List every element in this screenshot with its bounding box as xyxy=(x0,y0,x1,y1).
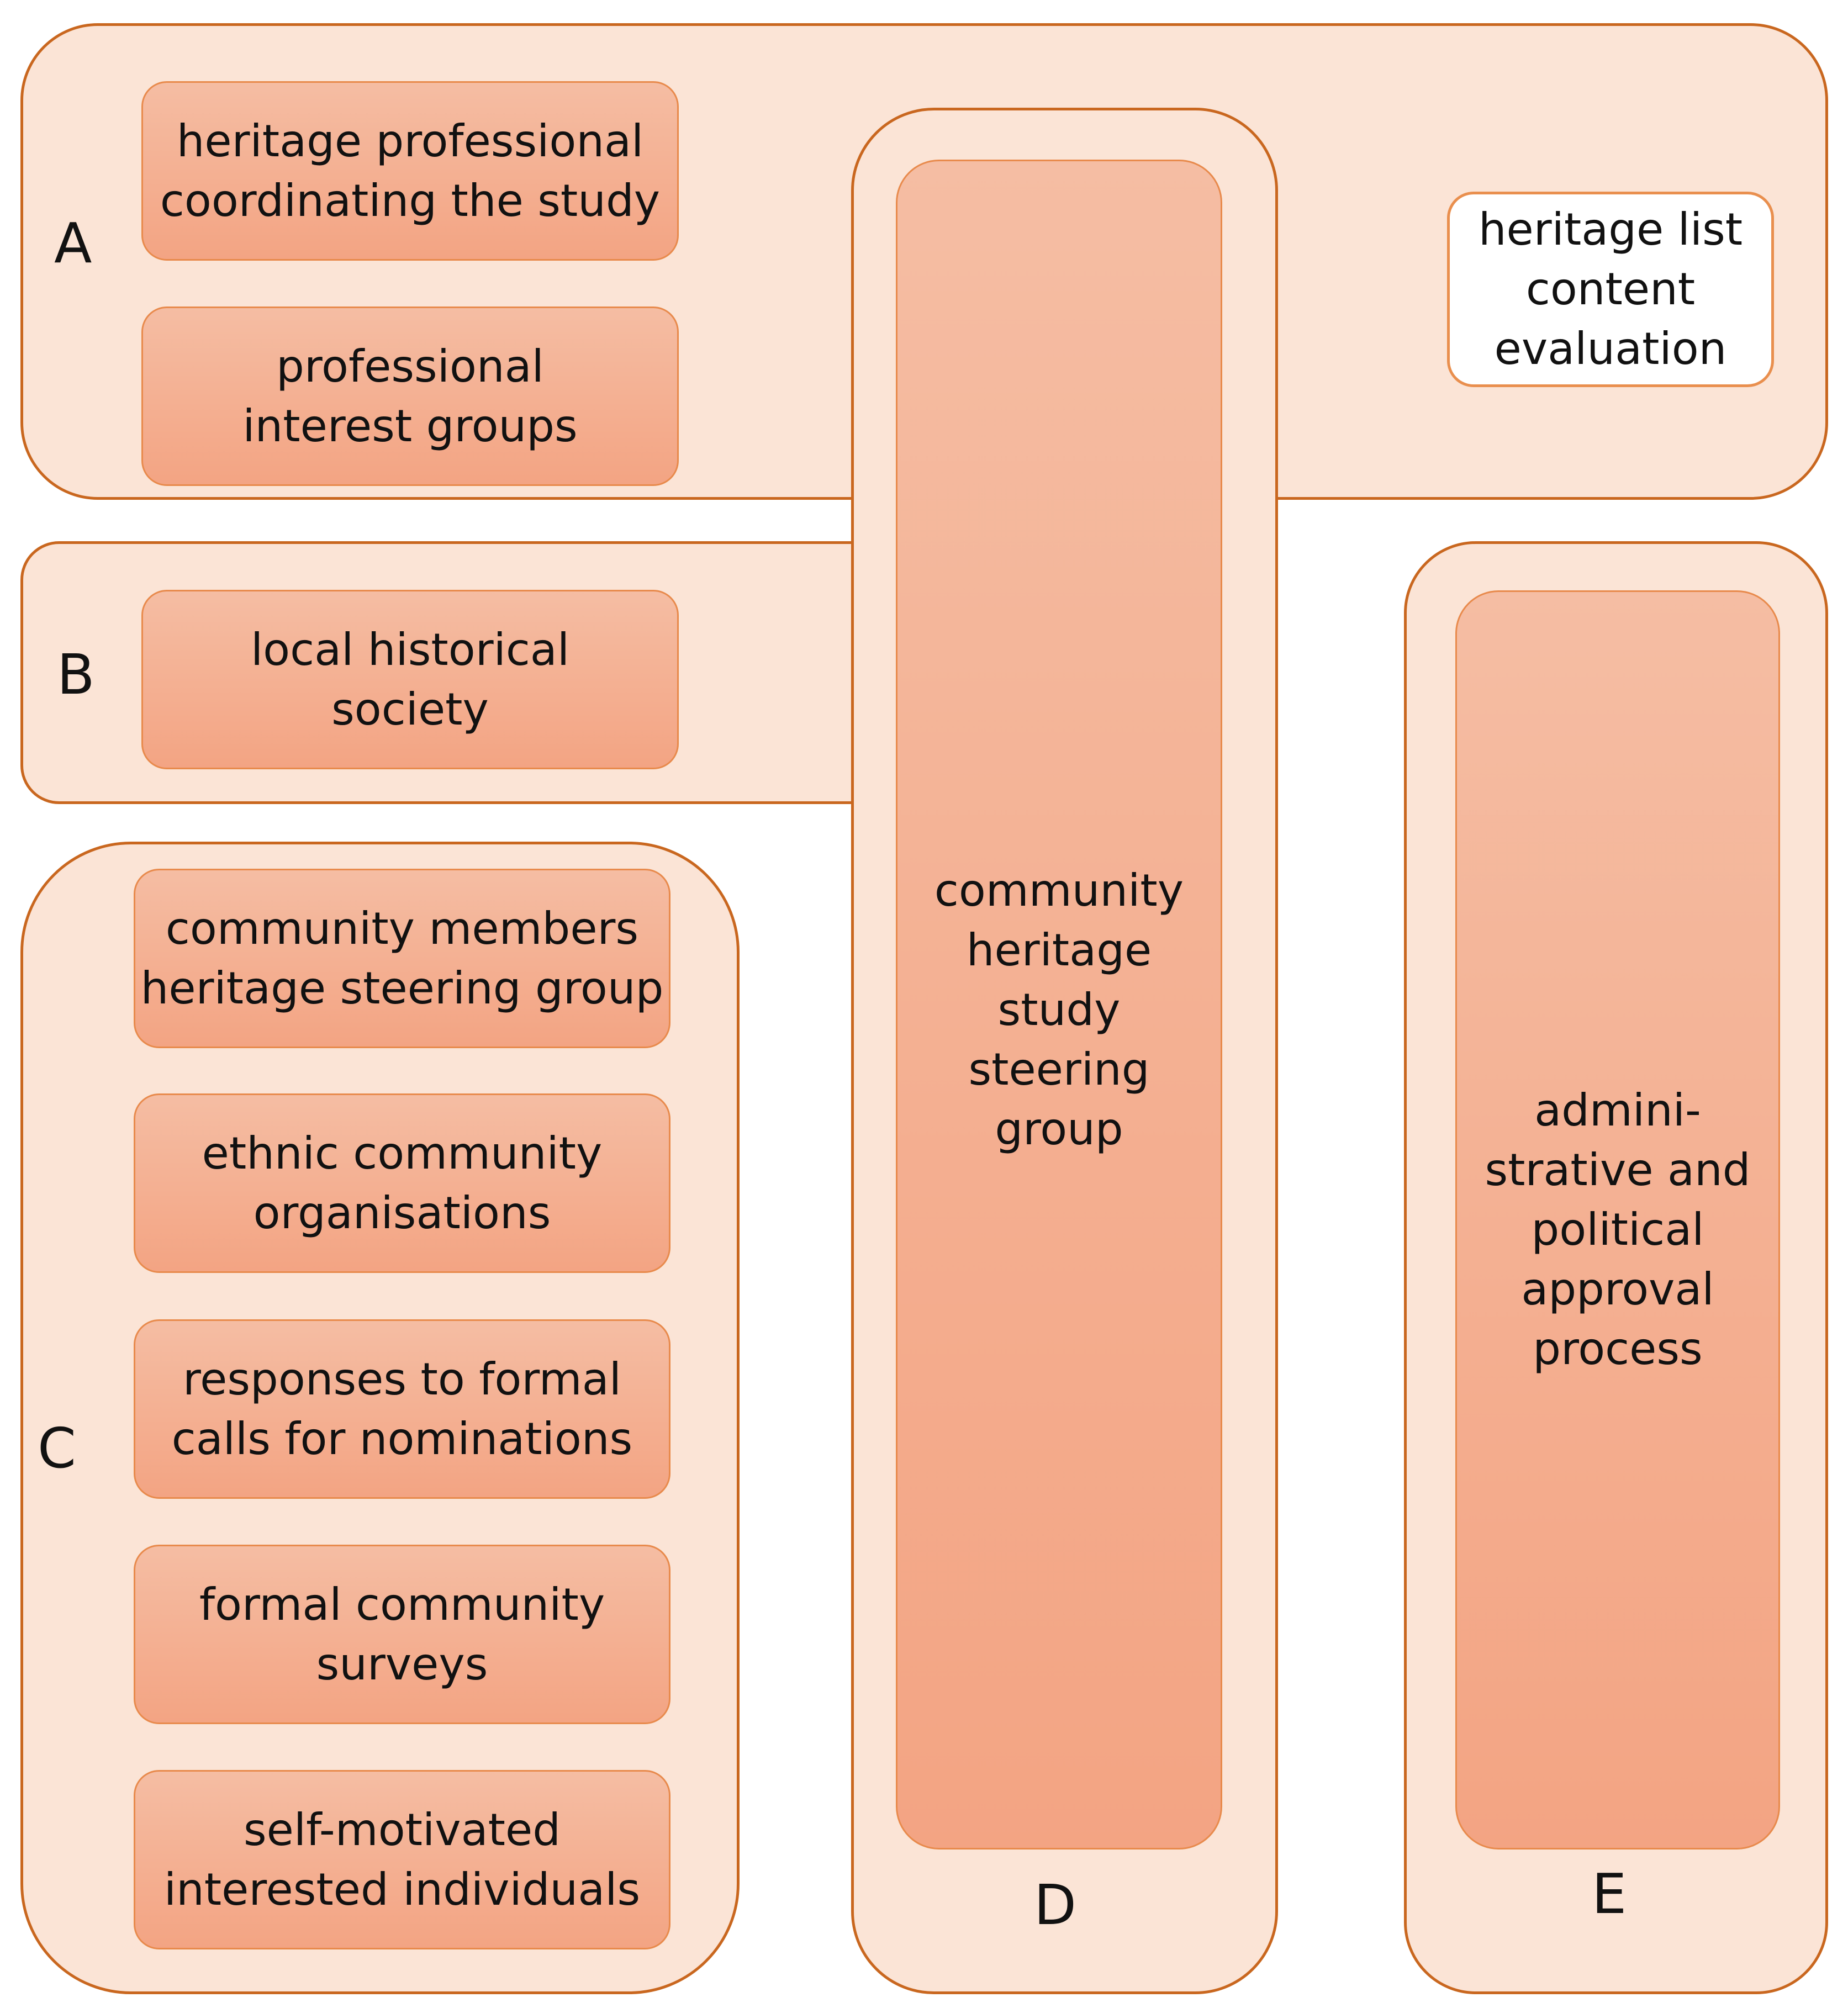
box-line: calls for nominations xyxy=(171,1413,633,1465)
formal-community-surveys-box: formal community surveys xyxy=(134,1545,670,1724)
box-line: coordinating the study xyxy=(160,175,661,226)
box-line: local historical xyxy=(250,623,570,675)
box-line: formal community xyxy=(199,1578,605,1630)
heritage-list-evaluation-box: heritage list content evaluation xyxy=(1447,192,1774,387)
box-line: professional xyxy=(276,340,544,392)
box-line: heritage professional xyxy=(176,115,644,167)
box-line: group xyxy=(995,1103,1123,1155)
box-line: content xyxy=(1525,263,1696,315)
box-line: surveys xyxy=(316,1638,488,1690)
group-c-letter: C xyxy=(38,1416,76,1481)
box-line: community xyxy=(934,865,1184,916)
group-d-letter: D xyxy=(1034,1873,1077,1937)
box-line: heritage steering group xyxy=(140,962,664,1014)
box-line: interested individuals xyxy=(163,1863,641,1915)
self-motivated-individuals-box: self-motivated interested individuals xyxy=(134,1770,670,1949)
formal-nominations-box: responses to formal calls for nomination… xyxy=(134,1319,670,1499)
box-line: responses to formal xyxy=(183,1353,621,1405)
box-line: heritage list xyxy=(1478,204,1743,255)
box-line: approval xyxy=(1521,1264,1714,1315)
approval-process-box: admini- strative and political approval … xyxy=(1455,590,1780,1850)
group-b-letter: B xyxy=(57,642,95,707)
box-line: heritage xyxy=(966,924,1152,976)
ethnic-community-organisations-box: ethnic community organisations xyxy=(134,1093,670,1273)
box-line: interest groups xyxy=(242,400,578,452)
box-line: organisations xyxy=(253,1187,551,1239)
group-e-letter: E xyxy=(1592,1862,1627,1926)
box-line: strative and xyxy=(1485,1144,1751,1196)
box-line: steering xyxy=(968,1044,1150,1095)
heritage-professional-box: heritage professional coordinating the s… xyxy=(141,81,679,261)
professional-interest-groups-box: professional interest groups xyxy=(141,307,679,486)
box-line: political xyxy=(1531,1204,1704,1255)
community-steering-group-box: community heritage study steering group xyxy=(896,160,1222,1850)
box-line: ethnic community xyxy=(202,1127,603,1179)
box-line: evaluation xyxy=(1494,323,1727,374)
community-members-box: community members heritage steering grou… xyxy=(134,869,670,1048)
box-line: society xyxy=(331,683,489,735)
local-historical-society-box: local historical society xyxy=(141,590,679,769)
box-line: study xyxy=(997,984,1121,1035)
box-line: process xyxy=(1533,1323,1703,1375)
box-line: admini- xyxy=(1534,1085,1701,1136)
box-line: self-motivated xyxy=(244,1804,561,1856)
group-a-letter: A xyxy=(54,211,92,276)
box-line: community members xyxy=(165,902,639,954)
